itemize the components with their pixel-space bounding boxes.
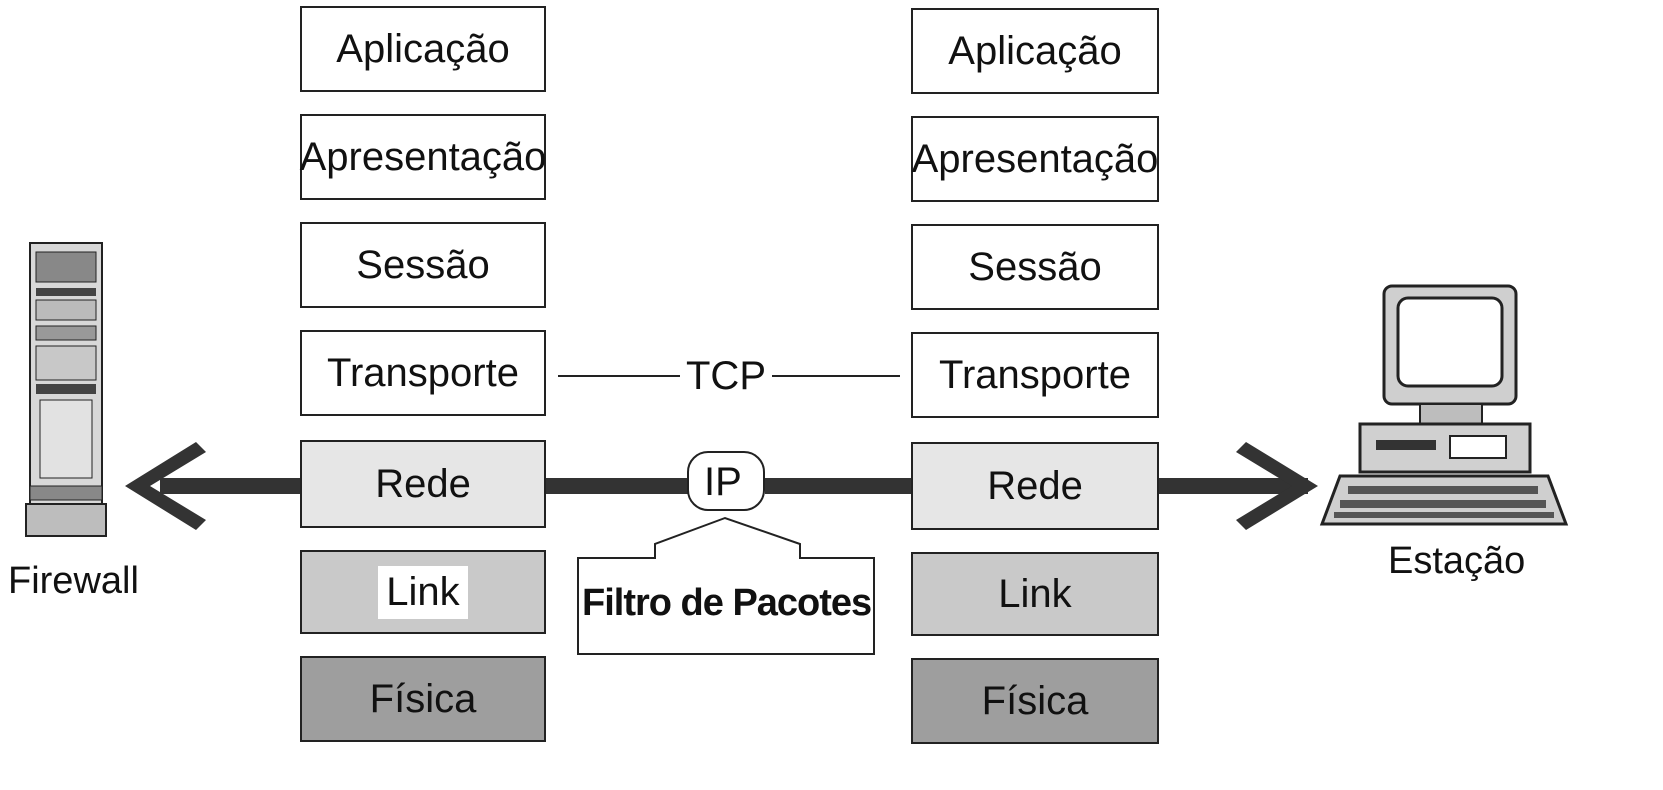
layer-label: Rede: [987, 463, 1083, 508]
layer-label: Sessão: [356, 242, 490, 287]
ip-label: IP: [704, 460, 742, 504]
ip-box: [687, 451, 765, 511]
right-layer-aplicacao: Aplicação: [911, 8, 1159, 94]
tcp-label: TCP: [686, 354, 766, 398]
ip-bar-middle-right: [765, 478, 911, 494]
ip-bar-right: [1158, 478, 1308, 494]
right-arrow-head: [1236, 442, 1318, 530]
left-layer-rede: Rede: [300, 440, 546, 528]
layer-label: Rede: [375, 461, 471, 506]
layer-label: Link: [378, 565, 468, 619]
layer-label: Link: [998, 571, 1072, 616]
left-layer-aplicacao: Aplicação: [300, 6, 546, 92]
layer-label: Física: [369, 676, 477, 721]
left-layer-link: Link: [300, 550, 546, 634]
workstation-icon: [1319, 284, 1569, 526]
ip-bar-middle-left: [546, 478, 690, 494]
layer-label: Aplicação: [336, 26, 510, 71]
right-layer-transporte: Transporte: [911, 332, 1159, 418]
layer-label: Apresentação: [299, 134, 547, 179]
workstation-label: Estação: [1388, 540, 1526, 582]
left-layer-apresentacao: Apresentação: [300, 114, 546, 200]
right-layer-rede: Rede: [911, 442, 1159, 530]
layer-label: Transporte: [327, 350, 519, 395]
layer-label: Aplicação: [948, 28, 1122, 73]
left-arrow-head: [125, 442, 206, 530]
layer-label: Física: [981, 678, 1089, 723]
layer-label: Sessão: [968, 244, 1102, 289]
layer-label: Transporte: [939, 352, 1131, 397]
left-layer-sessao: Sessão: [300, 222, 546, 308]
layer-label: Apresentação: [911, 136, 1159, 181]
left-layer-transporte: Transporte: [300, 330, 546, 416]
filter-label: Filtro de Pacotes: [582, 582, 872, 624]
right-layer-fisica: Física: [911, 658, 1159, 744]
firewall-icon: [25, 242, 107, 537]
right-layer-sessao: Sessão: [911, 224, 1159, 310]
firewall-label: Firewall: [8, 560, 139, 602]
left-layer-fisica: Física: [300, 656, 546, 742]
filter-callout-shape: [577, 516, 875, 655]
right-layer-link: Link: [911, 552, 1159, 636]
right-layer-apresentacao: Apresentação: [911, 116, 1159, 202]
ip-bar-left: [160, 478, 300, 494]
